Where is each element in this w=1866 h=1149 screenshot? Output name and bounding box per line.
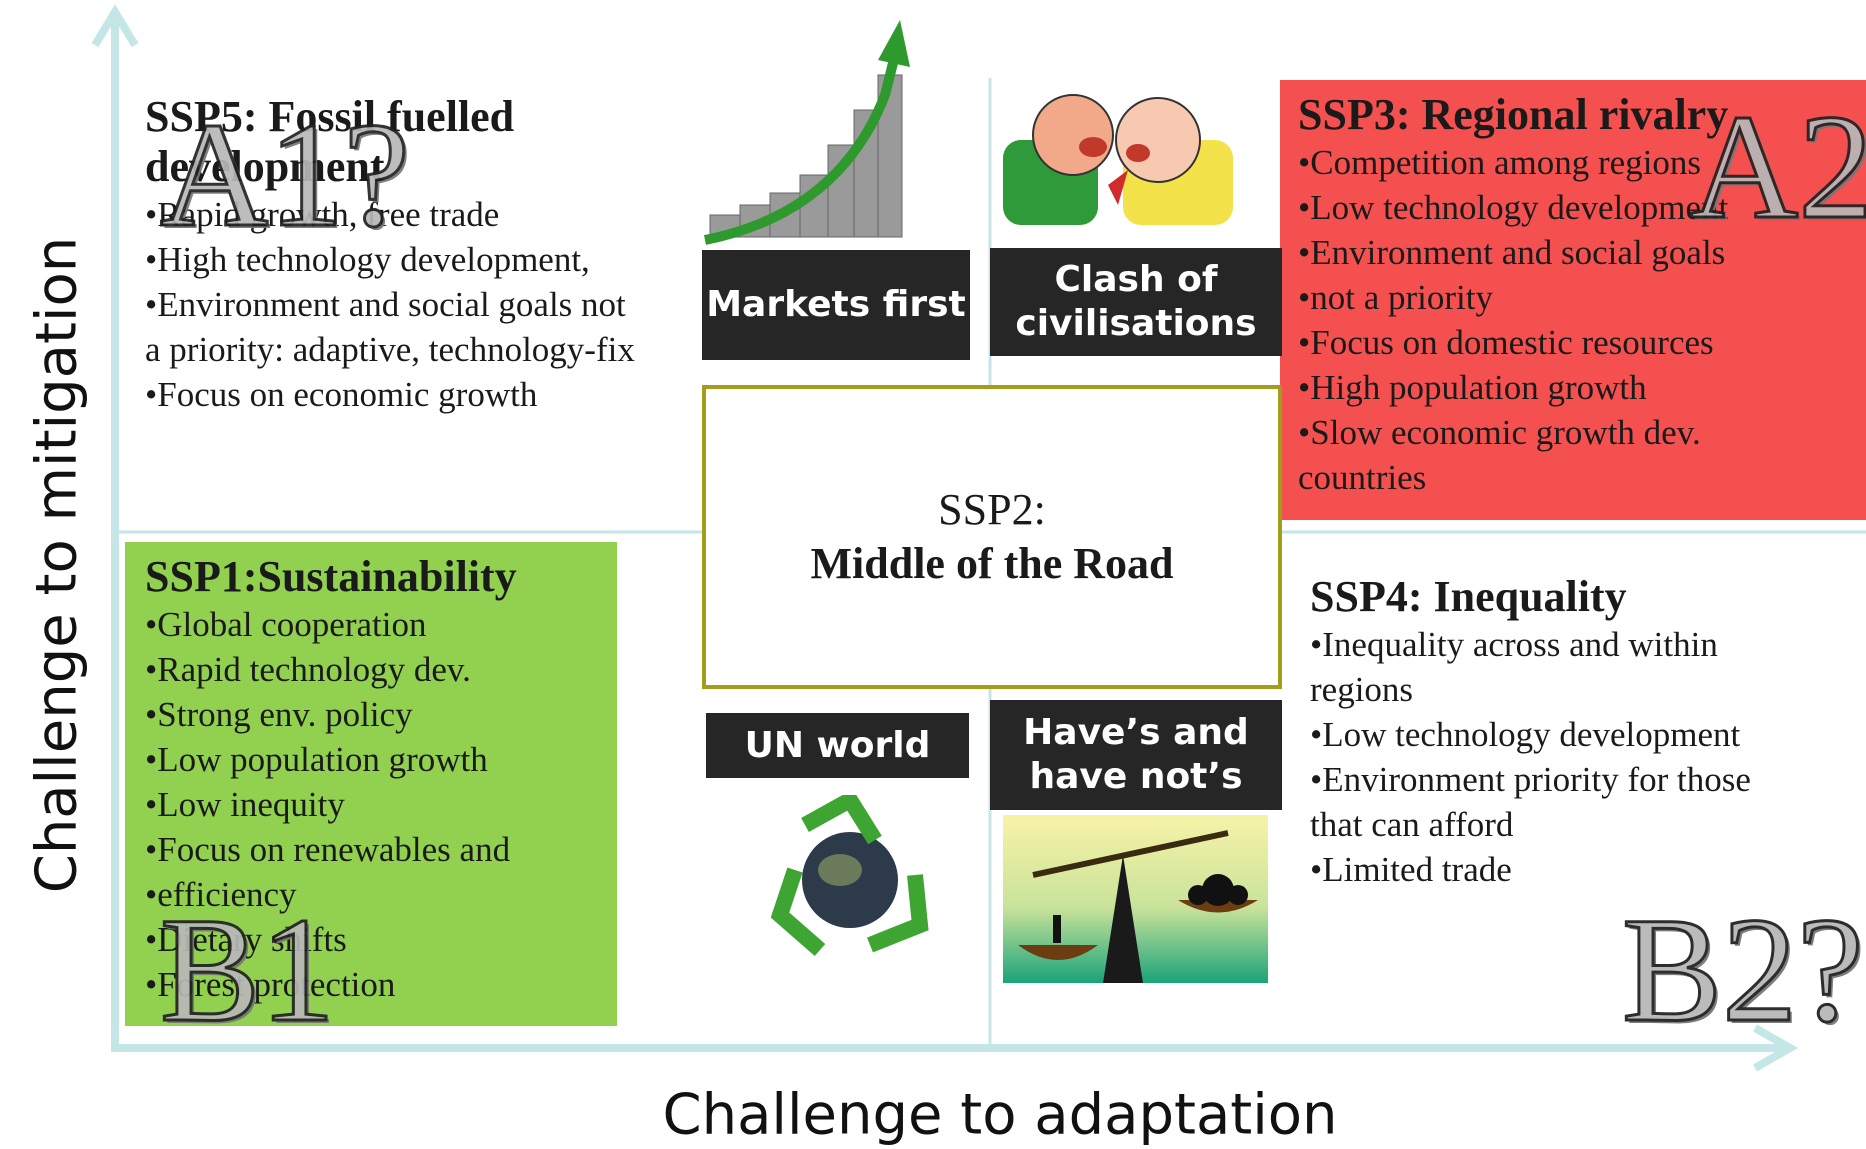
clash-of-civilisations-tag: Clash of civilisations bbox=[990, 248, 1282, 356]
list-item: •Environment priority for those bbox=[1310, 760, 1751, 799]
list-item: •efficiency bbox=[145, 875, 297, 914]
list-item: •Focus on economic growth bbox=[145, 375, 538, 414]
list-item: •not a priority bbox=[1298, 278, 1493, 317]
list-item: that can afford bbox=[1310, 805, 1514, 844]
list-item: •Forest protection bbox=[145, 965, 396, 1004]
ssp5-panel: SSP5: Fossil fuelled development •Rapid … bbox=[145, 92, 735, 417]
un-world-tag: UN world bbox=[706, 713, 969, 778]
ssp3-title: SSP3: Regional rivalry bbox=[1298, 90, 1729, 139]
list-item: a priority: adaptive, technology-fix bbox=[145, 330, 635, 369]
list-item: •Inequality across and within bbox=[1310, 625, 1718, 664]
list-item: •Competition among regions bbox=[1298, 143, 1702, 182]
b2-overlay-label: B2? bbox=[1621, 887, 1866, 1053]
list-item: •Rapid technology dev. bbox=[145, 650, 471, 689]
ssp1-panel: SSP1:Sustainability •Global cooperation … bbox=[125, 542, 617, 1026]
list-item: regions bbox=[1310, 670, 1414, 709]
y-axis-label: Challenge to mitigation bbox=[24, 236, 90, 894]
ssp3-bullet-list: •Competition among regions •Low technolo… bbox=[1298, 140, 1866, 500]
b1-overlay-label: B1 bbox=[158, 887, 336, 1053]
list-item: •Environment and social goals not bbox=[145, 285, 626, 324]
list-item: •Low population growth bbox=[145, 740, 488, 779]
ssp2-name: SSP2: bbox=[938, 485, 1046, 534]
list-item: •High population growth bbox=[1298, 368, 1647, 407]
list-item: •Dietary shifts bbox=[145, 920, 347, 959]
list-item: •Rapid growth, free trade bbox=[145, 195, 500, 234]
balance-scale-icon bbox=[1003, 815, 1268, 983]
list-item: •Low technology development bbox=[1298, 188, 1729, 227]
list-item: •Slow economic growth dev. bbox=[1298, 413, 1701, 452]
x-axis-arrowhead bbox=[1753, 1024, 1799, 1072]
ssp4-bullet-list: •Inequality across and within regions •L… bbox=[1310, 622, 1866, 892]
ssp1-bullet-list: •Global cooperation •Rapid technology de… bbox=[145, 602, 617, 1007]
list-item: •Low inequity bbox=[145, 785, 345, 824]
list-item: •High technology development, bbox=[145, 240, 590, 279]
y-axis-arrowhead bbox=[91, 4, 139, 48]
list-item: countries bbox=[1298, 458, 1427, 497]
list-item: •Limited trade bbox=[1310, 850, 1512, 889]
a1-overlay-label: A1? bbox=[159, 92, 412, 258]
arguing-men-icon bbox=[1003, 94, 1233, 225]
rising-growth-chart-icon bbox=[704, 20, 910, 245]
ssp1-title: SSP1:Sustainability bbox=[145, 552, 517, 601]
ssp3-panel: SSP3: Regional rivalry •Competition amon… bbox=[1280, 80, 1866, 520]
list-item: •Global cooperation bbox=[145, 605, 427, 644]
list-item: •Environment and social goals bbox=[1298, 233, 1726, 272]
ssp5-bullet-list: •Rapid growth, free trade •High technolo… bbox=[145, 192, 735, 417]
a2-overlay-label: A2 bbox=[1688, 84, 1866, 250]
ssp5-title: SSP5: Fossil fuelled development bbox=[145, 92, 515, 191]
haves-and-have-nots-tag: Have’s and have not’s bbox=[990, 700, 1282, 810]
list-item: •Strong env. policy bbox=[145, 695, 413, 734]
ssp2-center-box: SSP2: Middle of the Road bbox=[702, 385, 1282, 689]
ssp4-panel: SSP4: Inequality •Inequality across and … bbox=[1310, 572, 1866, 892]
ssp2-subtitle: Middle of the Road bbox=[810, 539, 1174, 588]
x-axis-label: Challenge to adaptation bbox=[662, 1082, 1338, 1148]
list-item: •Focus on domestic resources bbox=[1298, 323, 1714, 362]
list-item: •Focus on renewables and bbox=[145, 830, 511, 869]
recycling-globe-icon bbox=[770, 795, 929, 957]
markets-first-tag: Markets first bbox=[702, 250, 970, 360]
list-item: •Low technology development bbox=[1310, 715, 1741, 754]
ssp4-title: SSP4: Inequality bbox=[1310, 572, 1627, 621]
